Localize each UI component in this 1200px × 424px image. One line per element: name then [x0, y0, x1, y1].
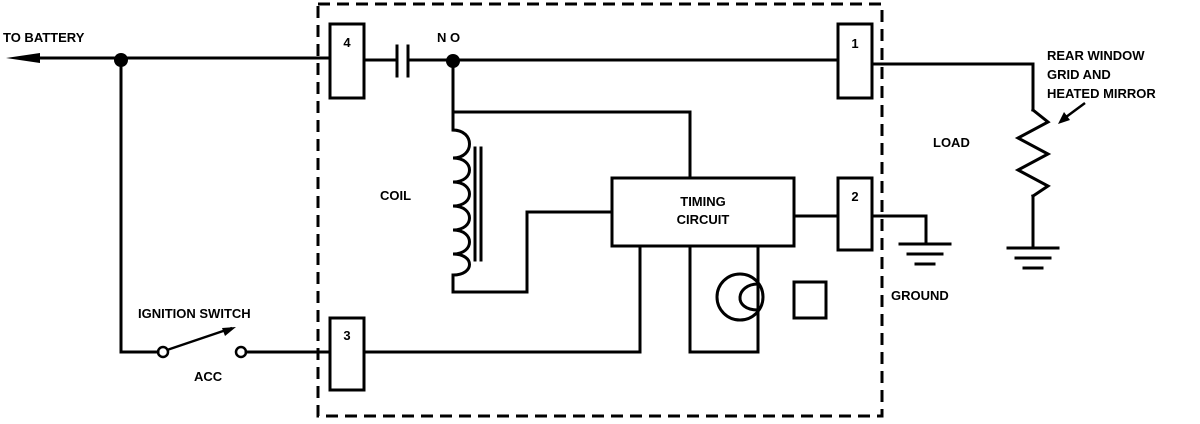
module-enclosure — [316, 2, 884, 418]
load-pointer-arrowhead — [1058, 112, 1070, 124]
lamp-loop-wire — [688, 244, 760, 354]
lamp-filament — [738, 282, 760, 312]
coil-return-wire — [451, 210, 614, 294]
timing-circuit-label-2: CIRCUIT — [677, 212, 730, 227]
ignition-feed-wire — [119, 58, 160, 354]
rear-window-label-3: HEATED MIRROR — [1047, 86, 1156, 101]
rear-window-label-1: REAR WINDOW — [1047, 48, 1145, 63]
ignition-switch-arrowhead — [222, 327, 236, 336]
no-contact-label: N O — [437, 30, 460, 45]
terminal-1-label: 1 — [851, 36, 858, 51]
terminal-3-label: 3 — [343, 328, 350, 343]
ignition-contact-left — [156, 345, 170, 359]
timing-circuit-label-1: TIMING — [680, 194, 726, 209]
terminal-4-label: 4 — [343, 35, 351, 50]
indicator-square — [792, 280, 828, 320]
ignition-switch-label: IGNITION SWITCH — [138, 306, 251, 321]
coil-label: COIL — [380, 188, 411, 203]
load-resistor — [1014, 107, 1052, 199]
timing-circuit-box — [610, 176, 796, 248]
terminal-4 — [328, 22, 366, 100]
coil-winding — [451, 128, 471, 294]
to-battery-label: TO BATTERY — [3, 30, 85, 45]
ground-wire — [870, 214, 928, 246]
battery-arrow — [6, 53, 40, 63]
acc-label: ACC — [194, 369, 223, 384]
rear-window-label-2: GRID AND — [1047, 67, 1111, 82]
lamp-circle — [715, 272, 765, 322]
coil-top-wire — [451, 59, 692, 180]
load-label: LOAD — [933, 135, 970, 150]
load-wire — [870, 62, 1035, 112]
terminal-1 — [836, 22, 874, 100]
ignition-switch-blade — [166, 326, 233, 352]
terminal-2-label: 2 — [851, 189, 858, 204]
ground-label: GROUND — [891, 288, 949, 303]
terminal3-to-timing-wire — [362, 244, 642, 354]
terminal-3 — [328, 316, 366, 392]
terminal-2 — [836, 176, 874, 252]
